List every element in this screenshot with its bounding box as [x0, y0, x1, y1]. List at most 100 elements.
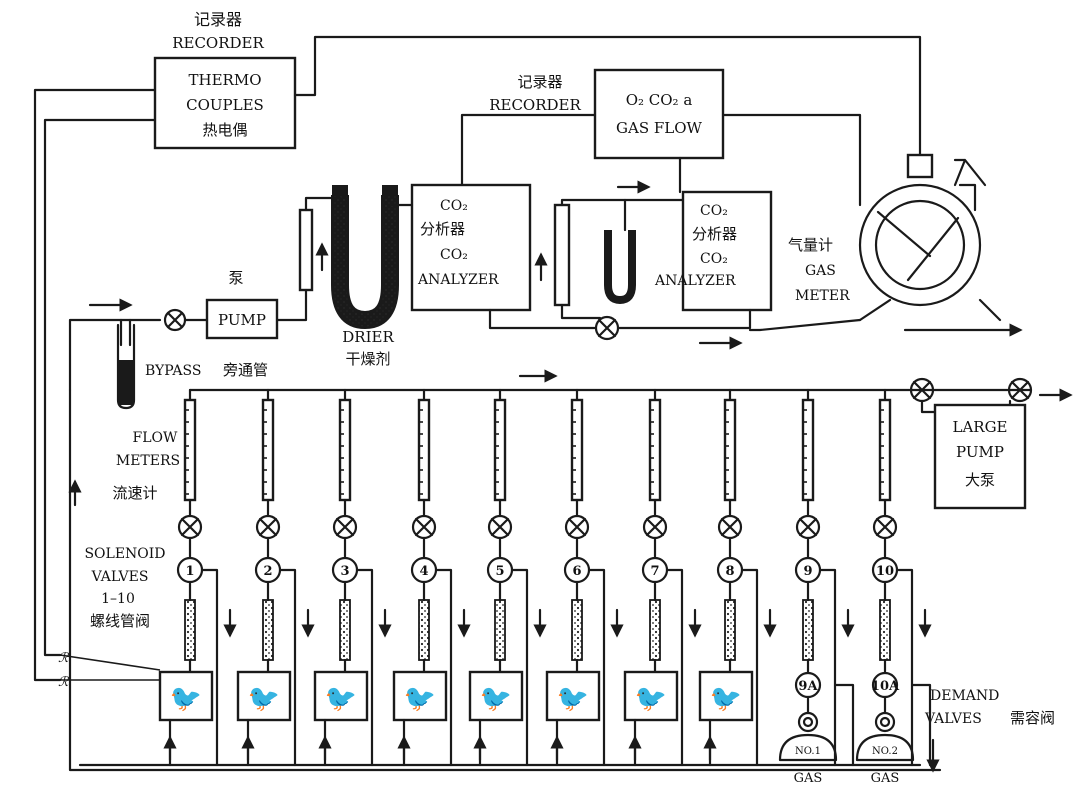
analyzer-left-co2-1: CO₂ [440, 198, 468, 214]
bypass-cn: 旁通管 [223, 361, 268, 379]
solenoid-number-8: 8 [725, 564, 734, 579]
gas-flow-recorder-line2: GAS FLOW [616, 119, 703, 137]
recorder-top-cn: 记录器 [194, 10, 242, 29]
channel-2: 2🐦 [236, 388, 315, 767]
thermocouple-lead-2 [43, 118, 157, 657]
solenoid-number-10: 10 [876, 564, 894, 579]
recorder-right-cn: 记录器 [517, 73, 562, 91]
gas-meter-icon [858, 158, 1002, 322]
flow-meters-line1: FLOW [133, 430, 178, 446]
large-pump-line2: PUMP [956, 443, 1004, 461]
solenoid-line1: SOLENOID [84, 546, 165, 562]
channel-4: 4🐦 [392, 388, 471, 767]
analyzer-left-cn: 分析器 [420, 220, 465, 238]
solenoid-number-6: 6 [572, 564, 581, 579]
analyzer-right-co2-1: CO₂ [700, 203, 728, 219]
thermocouple-lead-1 [33, 88, 157, 682]
thermocouple-wire [293, 35, 922, 157]
flow-meter-5 [493, 398, 507, 502]
gas-tank-10 [855, 733, 915, 762]
solenoid-number-3: 3 [340, 564, 349, 579]
channel-8: 8🐦 [698, 388, 777, 767]
flow-meter-7 [648, 398, 662, 502]
recorder-top-en: RECORDER [172, 34, 264, 52]
gas-flow-recorder-line1: O₂ CO₂ a [626, 91, 693, 109]
flow-meter-8 [723, 398, 737, 502]
animal-icon: 🐦 [404, 684, 436, 714]
analyzer-left-analyzer: ANALYZER [417, 272, 499, 288]
solenoid-cn: 螺线管阀 [90, 612, 150, 630]
animal-chamber-5 [468, 670, 524, 722]
solenoid-number-7: 7 [650, 564, 659, 579]
drier-en: DRIER [342, 328, 394, 346]
animal-icon: 🐦 [557, 684, 589, 714]
channel-7: 7🐦 [623, 388, 702, 767]
animal-chamber-2 [236, 670, 292, 722]
gas-meter-line1: GAS [805, 263, 836, 279]
demand-valves-line1: DEMAND [930, 688, 999, 704]
demand-valve-label: 10A [871, 679, 900, 694]
gas-meter-cn: 气量计 [788, 236, 833, 254]
bottom-return-line [68, 388, 942, 772]
flow-meter-2 [261, 398, 275, 502]
solenoid-number-5: 5 [495, 564, 504, 579]
co2-analyzer-right-box [681, 190, 773, 312]
solenoid-line2: VALVES [91, 569, 149, 585]
thermocouples-box [153, 56, 297, 150]
flow-meter-6 [570, 398, 584, 502]
thermocouples-line2: COUPLES [186, 96, 264, 114]
bypass-tube-icon [116, 318, 136, 410]
manifold-valve-1-icon [909, 377, 935, 403]
thermocouple-lead-ends [59, 654, 161, 681]
demand-valve-label: 9A [798, 679, 818, 694]
analyzer-right-co2-2: CO₂ [700, 251, 728, 267]
analyzer-to-meter-line [748, 318, 862, 332]
flow-meters-cn: 流速计 [112, 484, 157, 502]
gas-tank-label: GAS [871, 771, 900, 786]
animal-chamber-3 [313, 670, 369, 722]
solenoid-line3: 1–10 [101, 591, 135, 607]
chain-valve-icon [594, 315, 620, 341]
demand-valves-line2: VALVES [924, 711, 982, 727]
animal-icon: 🐦 [710, 684, 742, 714]
solenoid-number-4: 4 [419, 564, 428, 579]
solenoid-number-2: 2 [263, 564, 272, 579]
channel-5: 5🐦 [468, 388, 547, 767]
animal-icon: 🐦 [170, 684, 202, 714]
recorder-wire-left-analyzer [460, 113, 597, 187]
flow-meters-line2: METERS [116, 453, 180, 469]
channel-6: 6🐦 [545, 388, 624, 767]
analyzer-left-co2-2: CO₂ [440, 247, 468, 263]
manometer-icon [553, 198, 685, 320]
flow-meter-3 [338, 398, 352, 502]
intake-line [68, 318, 162, 392]
channel-1: 1🐦 [158, 388, 237, 767]
flow-meter-4 [417, 398, 431, 502]
recorder-wire-gas-meter [721, 113, 862, 207]
drier-cn: 干燥剂 [345, 350, 390, 368]
flow-meter-9 [801, 398, 815, 502]
animal-icon: 🐦 [480, 684, 512, 714]
thermocouple-junction-2: ℛ [58, 675, 70, 690]
animal-chamber-4 [392, 670, 448, 722]
animal-chamber-7 [623, 670, 679, 722]
solenoid-number-1: 1 [185, 564, 194, 579]
drier-utube [331, 185, 399, 330]
animal-chamber-1 [158, 670, 214, 722]
animal-icon: 🐦 [325, 684, 357, 714]
animal-chamber-8 [698, 670, 754, 722]
gas-tank-id: NO.1 [795, 746, 821, 757]
pump-outlet-flowmeter [274, 196, 342, 322]
gas-tank-label: GAS [794, 771, 823, 786]
analyzer-right-analyzer: ANALYZER [654, 273, 736, 289]
recorder-right-en: RECORDER [489, 96, 581, 114]
pump-en: PUMP [218, 311, 266, 329]
pump-cn: 泵 [228, 269, 243, 287]
demand-valves-cn: 需容阀 [1010, 709, 1055, 727]
large-pump-cn: 大泵 [965, 471, 995, 489]
co2-analyzer-left-box [410, 183, 532, 312]
animal-chamber-6 [545, 670, 601, 722]
thermocouples-line1: THERMO [189, 71, 262, 89]
